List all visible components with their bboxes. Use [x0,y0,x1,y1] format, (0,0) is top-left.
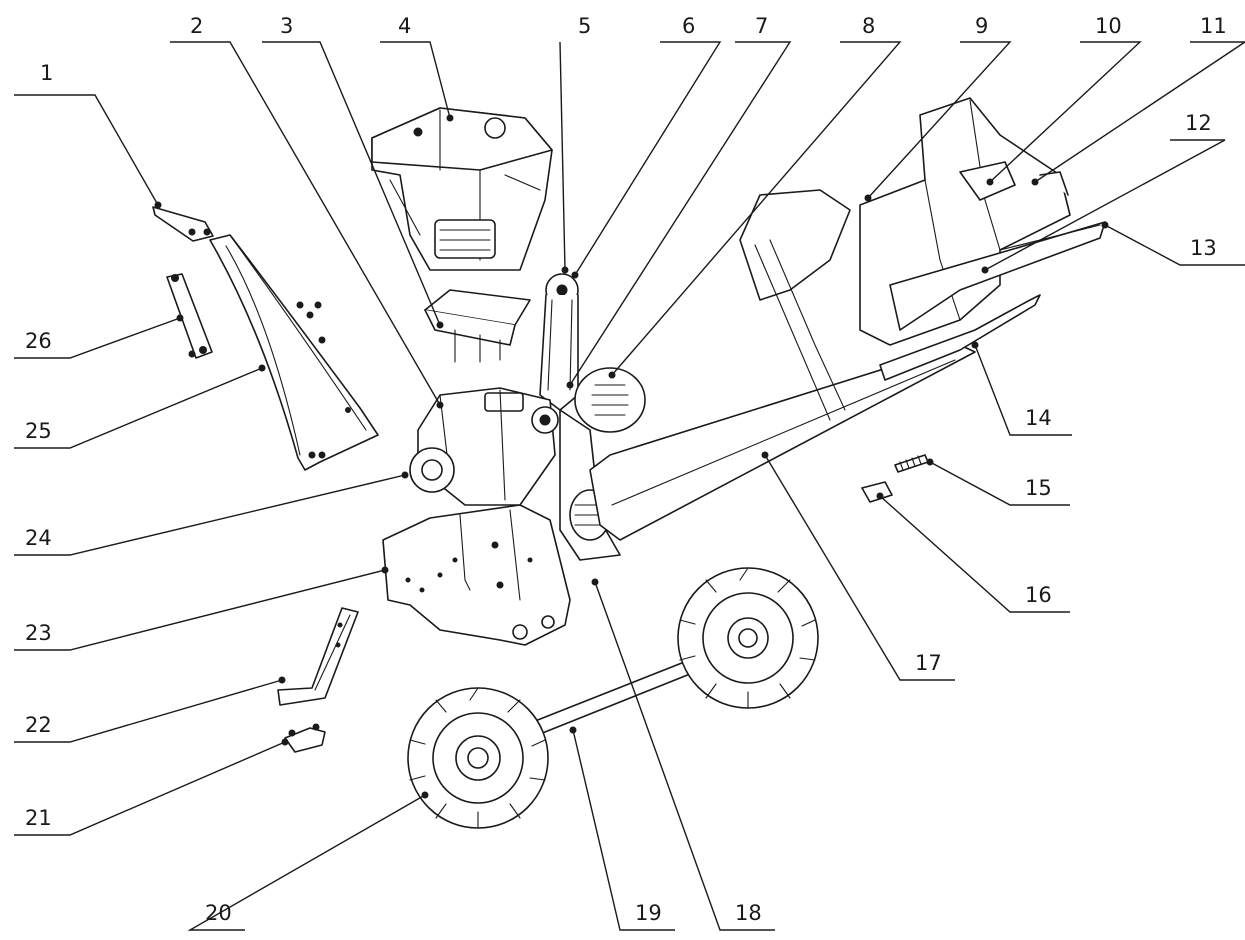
part-26-link [166,273,213,359]
callout-14: 14 [1025,406,1052,430]
part-25-chute [209,234,379,471]
part-22-support-leg [277,607,359,706]
callout-8: 8 [862,14,875,38]
part-16-nut [861,481,893,503]
part-5-pulley-belt [539,273,579,411]
callout-2: 2 [190,14,203,38]
callout-16: 16 [1025,583,1052,607]
callout-1: 1 [40,61,53,85]
callout-7: 7 [755,14,768,38]
callout-20: 20 [205,901,232,925]
part-15-bolt [894,454,929,473]
part-20-wheel-front [407,687,549,829]
part-1-bracket [152,206,214,242]
leader-arrowheads [154,114,1109,799]
part-23-chassis [382,504,571,646]
part-12-feed-tray [889,221,1106,331]
callout-24: 24 [25,526,52,550]
part-4-engine [371,107,553,271]
part-17-frame-rail [589,189,976,541]
leader-lines [14,41,1245,931]
part-2-gearbox [409,387,559,506]
callout-5: 5 [578,14,591,38]
callout-13: 13 [1190,236,1217,260]
part-21-block [284,723,326,753]
callout-6: 6 [682,14,695,38]
callout-21: 21 [25,806,52,830]
callout-23: 23 [25,621,52,645]
part-14-deflector [879,294,1041,381]
callout-4: 4 [398,14,411,38]
callout-10: 10 [1095,14,1122,38]
callout-19: 19 [635,901,662,925]
callout-3: 3 [280,14,293,38]
part-9-hopper [859,97,1071,346]
callout-22: 22 [25,713,52,737]
part-8-housing [559,367,646,561]
callout-15: 15 [1025,476,1052,500]
part-20-wheel-rear [677,567,819,709]
callout-9: 9 [975,14,988,38]
callout-labels: 1 2 3 4 5 6 7 8 9 10 11 12 13 14 15 16 1… [25,14,1227,925]
callout-11: 11 [1200,14,1227,38]
callout-17: 17 [915,651,942,675]
callout-12: 12 [1185,111,1212,135]
callout-26: 26 [25,329,52,353]
callout-18: 18 [735,901,762,925]
part-3-mount-plate [424,289,531,363]
callout-25: 25 [25,419,52,443]
